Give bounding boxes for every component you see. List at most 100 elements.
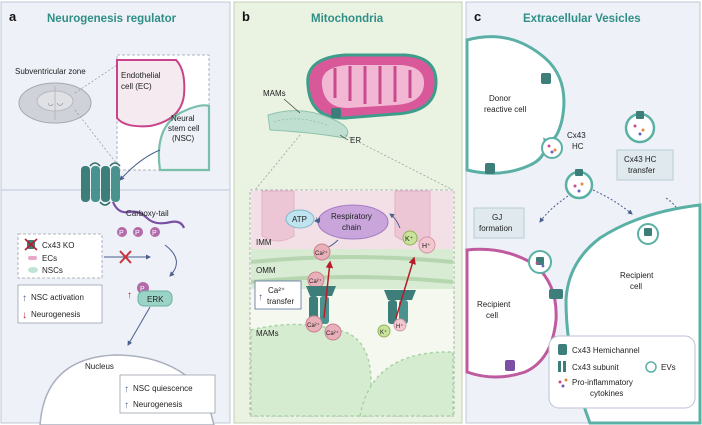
resp-chain-label-2: chain [342,223,361,232]
donor-label-1: Donor [489,94,511,103]
ca-ion-omm-label: Ca²⁺ [309,278,322,285]
nsc-activation-label: NSC activation [31,293,84,302]
panel-c-title: Extracellular Vesicles [523,13,641,25]
k-ion-bottom [377,324,391,338]
legend-ev-icon [645,361,657,373]
mams-hemichannel-icon [331,108,341,118]
erk-label: ERK [147,295,164,304]
h-ion-bottom-label: H⁺ [396,323,404,330]
hc-transfer-label-1: Cx43 HC [624,155,657,164]
mams-top-label: MAMs [263,89,286,98]
inhibition-cross-icon [119,250,132,264]
ec-label-line1: Endothelial [121,71,161,80]
legend-cytokines-icon [558,378,568,388]
legend-cytokines-label-2: cytokines [590,389,623,398]
donor-hemichannel-top-icon [541,73,551,84]
imm-label: IMM [256,238,272,247]
ec-label-line2: cell (EC) [121,82,152,91]
ca-ion-imm [313,243,331,261]
recipient-left-label-1: Recipient [477,300,511,309]
donor-label-2: reactive cell [484,105,526,114]
recipient-left-label-2: cell [486,311,498,320]
hc-label-1: Cx43 [567,131,586,140]
er-lumen [250,323,372,417]
h-ion-top [418,236,436,254]
panel-b-letter: b [242,9,250,24]
budding-vesicle [541,137,563,159]
hc-transfer-box [616,149,674,181]
recipient-right-label-2: cell [630,282,642,291]
nsc-label-line2: stem cell [168,124,200,133]
legend-subunit-label: Cx43 subunit [572,363,619,372]
ko-outcome-box [17,284,103,324]
recipient-right-label-1: Recipient [620,271,654,280]
phospho-1 [117,227,127,237]
erk-up-arrow-icon: ↑ [127,290,132,301]
gj-label-1: GJ [492,213,502,222]
ca-transfer-label-1: Ca²⁺ [268,286,285,295]
phospho-2-label: P [135,230,140,237]
omm-label: OMM [256,266,276,275]
legend-cytokines-label-1: Pro-inflammatory [572,378,633,387]
atp-label: ATP [292,215,307,224]
er-lumen-right [359,351,454,417]
k-ion-top-label: K⁺ [405,236,414,243]
neurogenesis-up-arrow-icon: ↑ [124,400,129,411]
er-icon [267,110,349,139]
cx43-ko-icon [24,238,38,251]
gap-junction-icon [549,289,563,299]
erk-box [137,290,173,307]
erk-phospho-label: P [140,286,145,293]
legend-hemichannel-icon [558,344,567,355]
legend-ko-label: Cx43 KO [42,241,74,250]
up-arrow-icon: ↑ [22,293,27,304]
h-ion-bottom [393,318,407,332]
legend-nscs-label: NSCs [42,266,63,275]
resp-chain-label-1: Respiratory [331,212,372,221]
ca-ion-imm-label: Ca²⁺ [315,250,328,257]
panel-b-title: Mitochondria [311,13,384,25]
nsc-quiescence-label: NSC quiescence [133,384,193,393]
legend-evs-label: EVs [661,363,676,372]
hc-transfer-label-2: transfer [628,166,655,175]
ca-ion-er-2-label: Ca²⁺ [326,330,339,337]
recipient-cell-left [465,247,558,379]
nsc-label-line3: (NSC) [172,134,195,143]
panel-c-legend [548,335,696,409]
nsc-label-line1: Neural [171,114,195,123]
legend-ecs-label: ECs [42,254,57,263]
ca-ion-er-2 [324,323,342,341]
cx43-membrane-channel-icon [81,162,121,206]
gj-formation-box [473,207,525,239]
panel-b: b Mitochondria MAMs ER IMM OMM ATP [233,1,463,424]
svz-label: Subventricular zone [15,67,86,76]
neurogenesis-up-label: Neurogenesis [133,400,182,409]
endothelial-cell [116,59,186,128]
carboxy-tail-label: Carboxy-tail [126,209,169,218]
k-ion-top [402,230,418,246]
panel-a-letter: a [9,9,17,24]
mitochondrion-icon [306,53,438,120]
phospho-3 [150,227,160,237]
nscs-swatch [28,267,38,273]
recipient-left-hemichannel-icon [505,360,515,371]
neurogenesis-down-label: Neurogenesis [31,310,80,319]
hc-label-2: HC [572,142,584,151]
donor-hemichannel-bottom-icon [485,163,495,174]
k-ion-bottom-label: K⁺ [380,329,387,336]
panel-a: a Neurogenesis regulator Subventricular … [0,1,231,425]
quiescence-up-arrow-icon: ↑ [124,384,129,395]
nucleus-label: Nucleus [85,362,114,371]
phospho-3-label: P [152,230,157,237]
legend-hemichannel-label: Cx43 Hemichannel [572,346,640,355]
ca-transfer-label-2: transfer [267,297,294,306]
mams-bottom-label: MAMs [256,329,279,338]
legend-subunit-icon [558,361,566,372]
panel-a-title: Neurogenesis regulator [47,13,177,25]
ca-transfer-up-arrow-icon: ↑ [258,292,263,303]
ca-transfer-box [254,280,302,310]
gj-label-2: formation [479,224,512,233]
ca-ion-er-1-label: Ca²⁺ [307,322,320,329]
panel-c-letter: c [474,9,481,24]
